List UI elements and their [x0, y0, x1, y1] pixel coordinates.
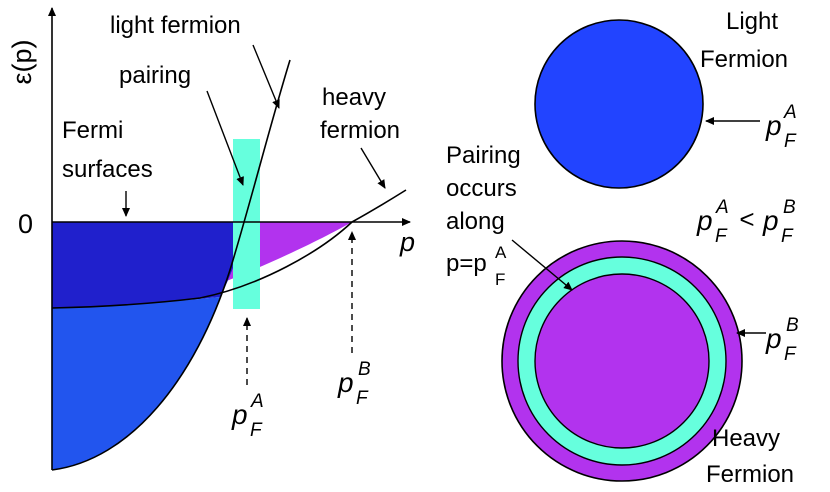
svg-text:p: p: [765, 110, 782, 141]
pairing-label: pairing: [119, 62, 191, 89]
svg-text:A: A: [783, 102, 797, 123]
pairing-band: [233, 139, 260, 309]
heavy-fermion-curve: [51, 189, 407, 309]
light-fermion-title-line2: Fermion: [700, 46, 788, 73]
light-fermion-fill-upper: [52, 222, 248, 308]
svg-text:B: B: [786, 315, 799, 336]
svg-text:F: F: [356, 388, 369, 409]
x-axis-label: p: [399, 227, 415, 257]
svg-text:p: p: [337, 367, 354, 398]
pairing-occurs-line2: occurs: [446, 175, 517, 202]
fermi-surfaces-label-line2: surfaces: [62, 156, 153, 183]
heavy-fermion-arrow: [360, 147, 386, 189]
svg-text:A: A: [715, 197, 729, 218]
svg-text:F: F: [495, 270, 505, 289]
pairing-occurs-equation: p=p F A: [446, 243, 507, 289]
heavy-fermion-label-line1: heavy: [322, 84, 386, 111]
light-fermion-curve: [51, 59, 291, 471]
light-sphere-pfA-label: p F A: [765, 102, 797, 152]
pairing-arrow: [206, 90, 244, 186]
svg-text:p: p: [696, 205, 713, 236]
svg-text:F: F: [784, 131, 797, 152]
light-fermion-sphere: [534, 19, 704, 189]
heavy-fermion-title-line1: Heavy: [712, 425, 780, 452]
y-axis-label: ε(p): [7, 39, 37, 84]
svg-text:p: p: [762, 205, 779, 236]
svg-text:F: F: [781, 226, 794, 247]
svg-text:B: B: [783, 197, 796, 218]
pairing-occurs-line1: Pairing: [446, 142, 521, 169]
fermi-surfaces-label-line1: Fermi: [62, 117, 123, 144]
heavy-fermion-label-line2: fermion: [320, 117, 400, 144]
svg-text:A: A: [250, 391, 264, 412]
pfA-label: p F A: [231, 391, 264, 441]
svg-text:p: p: [765, 323, 782, 354]
svg-text:F: F: [784, 344, 797, 365]
momentum-inequality: p F A < p F B: [696, 197, 796, 247]
heavy-sphere-pfB-label: p F B: [765, 315, 799, 365]
heavy-fermion-inner: [534, 273, 710, 449]
svg-text:B: B: [358, 359, 371, 380]
pairing-occurs-line3: along: [446, 208, 505, 235]
svg-text:p: p: [231, 399, 248, 430]
light-fermion-label: light fermion: [110, 12, 241, 39]
svg-text:F: F: [250, 420, 263, 441]
zero-tick-label: 0: [18, 209, 33, 239]
svg-text:<: <: [739, 204, 754, 234]
svg-text:p=p: p=p: [446, 250, 487, 277]
svg-text:F: F: [715, 226, 728, 247]
light-fermion-title-line1: Light: [726, 8, 778, 35]
pairing-occurs-arrow: [511, 239, 573, 291]
light-fermion-arrow: [252, 44, 280, 109]
light-fermion-fill-lower: [52, 297, 220, 470]
pfB-label: p F B: [337, 359, 371, 409]
svg-text:A: A: [495, 243, 507, 262]
heavy-fermion-title-line2: Fermion: [706, 461, 794, 488]
